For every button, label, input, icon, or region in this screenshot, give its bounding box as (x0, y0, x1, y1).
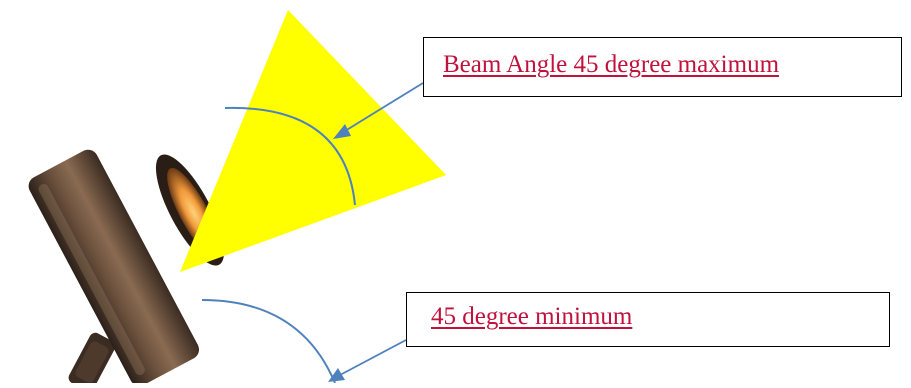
minimum-angle-callout: 45 degree minimum (406, 292, 890, 347)
minimum-callout-arrow (328, 339, 407, 382)
light-beam-cone (180, 10, 446, 272)
fixture-body (28, 149, 200, 386)
fixture-mount (68, 332, 116, 388)
beam-angle-label[interactable]: Beam Angle 45 degree maximum (443, 51, 780, 78)
beam-angle-callout: Beam Angle 45 degree maximum (423, 37, 902, 97)
beam-angle-arc (224, 106, 356, 206)
spotlight-fixture-icon (28, 149, 225, 388)
minimum-angle-arc (201, 299, 336, 384)
beam-callout-arrow (333, 82, 424, 139)
minimum-angle-label[interactable]: 45 degree minimum (431, 303, 633, 330)
